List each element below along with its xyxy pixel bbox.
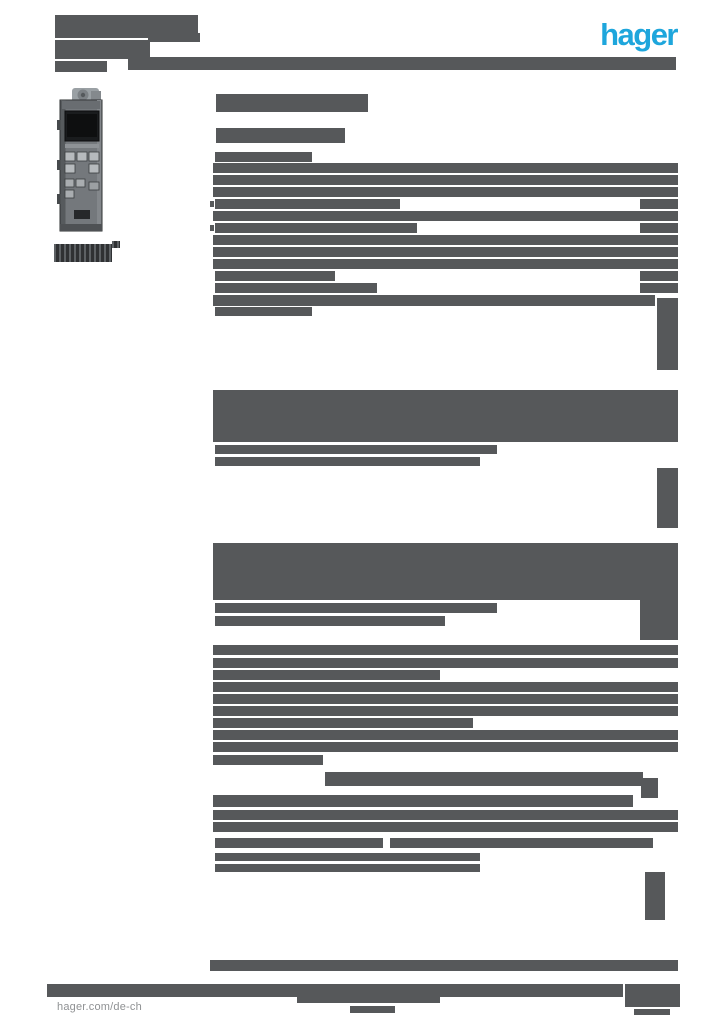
feature-line xyxy=(213,163,678,173)
paragraph-line xyxy=(215,864,480,872)
table-block xyxy=(213,543,678,600)
paragraph-line xyxy=(325,772,643,786)
device-label-strip xyxy=(65,144,99,148)
header-address-line xyxy=(55,40,150,59)
footer-page-block xyxy=(634,1009,670,1015)
text-line xyxy=(215,445,497,454)
table-block xyxy=(213,390,678,442)
product-image xyxy=(57,88,103,232)
list-bullet xyxy=(210,225,214,231)
feature-line xyxy=(215,223,417,233)
list-bullet xyxy=(210,201,214,207)
text-line xyxy=(215,457,480,466)
footer-link-text: hager.com/de-ch xyxy=(57,1001,142,1013)
device-slot xyxy=(74,210,90,219)
paragraph-line xyxy=(213,755,323,765)
feature-line xyxy=(215,283,377,293)
paragraph-line xyxy=(213,810,678,820)
value-column-block xyxy=(641,778,658,798)
feature-line xyxy=(213,247,678,257)
feature-line-end xyxy=(640,283,678,293)
footer-website-link[interactable]: hager.com/de-ch xyxy=(52,997,170,1017)
paragraph-line xyxy=(213,742,678,752)
value-column-block xyxy=(645,872,665,920)
product-image-caption-ref xyxy=(112,241,120,248)
section-rule xyxy=(210,960,678,971)
paragraph-line xyxy=(390,838,653,848)
feature-line xyxy=(213,295,655,306)
paragraph-line xyxy=(213,730,678,740)
header-address-line xyxy=(128,42,142,70)
paragraph-line xyxy=(215,838,383,848)
footer-text-line xyxy=(297,995,440,1003)
feature-line xyxy=(213,187,678,197)
feature-line-end xyxy=(640,271,678,281)
product-image-caption xyxy=(54,244,112,262)
header-address-line xyxy=(55,61,107,72)
product-title-redacted xyxy=(216,94,368,112)
paragraph-line xyxy=(213,706,678,716)
paragraph-line xyxy=(213,682,678,692)
paragraph-line xyxy=(213,658,678,668)
header-address-line xyxy=(148,33,200,42)
feature-line xyxy=(213,235,678,245)
feature-line xyxy=(213,175,678,185)
header-address-line xyxy=(55,15,198,38)
feature-line xyxy=(215,271,335,281)
device-keypad xyxy=(64,151,100,199)
device-screen xyxy=(64,110,100,142)
feature-lead-line xyxy=(215,152,312,162)
feature-line xyxy=(213,259,678,269)
feature-line-end xyxy=(640,223,678,233)
footer-bar xyxy=(47,984,623,997)
header-band xyxy=(140,57,676,70)
hager-logo: hager xyxy=(600,17,678,52)
footer-page-block xyxy=(625,984,680,1007)
paragraph-line xyxy=(213,822,678,832)
paragraph-line xyxy=(213,795,633,807)
paragraph-line xyxy=(213,718,473,728)
feature-line xyxy=(215,199,400,209)
value-column-block xyxy=(657,468,678,528)
paragraph-line xyxy=(213,694,678,704)
text-line xyxy=(215,603,497,613)
footer-text-line xyxy=(350,1006,395,1013)
text-line xyxy=(215,616,445,626)
value-column-block xyxy=(640,600,678,640)
paragraph-line xyxy=(213,670,440,680)
product-subtitle-redacted xyxy=(216,128,345,143)
device-base xyxy=(60,224,102,231)
paragraph-line xyxy=(213,645,678,655)
paragraph-line xyxy=(215,853,480,861)
feature-line xyxy=(213,211,678,221)
feature-line-end xyxy=(640,199,678,209)
value-column-block xyxy=(657,298,678,370)
feature-line xyxy=(215,307,312,316)
